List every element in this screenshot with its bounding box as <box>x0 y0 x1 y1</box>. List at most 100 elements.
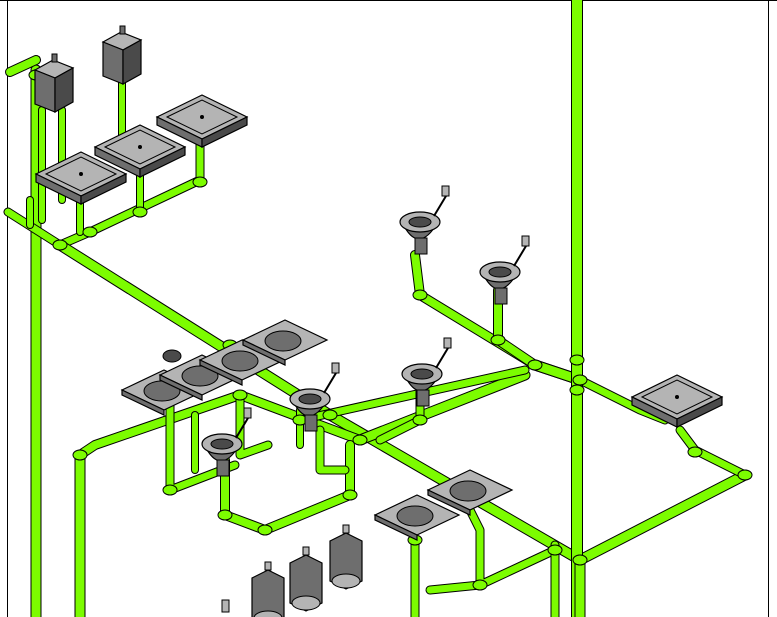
lavatory-4[interactable] <box>241 319 329 366</box>
tank-front <box>34 69 56 113</box>
pipe-segment-22[interactable] <box>355 370 530 445</box>
urinal-basin <box>253 610 283 617</box>
pipe-fitting[interactable] <box>232 389 248 401</box>
flush-valve-pipe <box>513 245 527 267</box>
lavatory-side <box>159 374 203 401</box>
lavatory-side <box>242 339 286 366</box>
flush-valve <box>441 185 450 197</box>
floor-sink-3[interactable] <box>155 94 249 148</box>
lavatory-3[interactable] <box>198 339 286 386</box>
bowl-opening <box>410 368 434 380</box>
pipe-fitting[interactable] <box>192 176 208 188</box>
flush-valve-pipe <box>235 417 249 439</box>
fixture-layer <box>33 25 724 617</box>
floor-sink-1[interactable] <box>34 151 128 205</box>
sink-rim <box>165 99 239 135</box>
pipe-fitting[interactable] <box>412 414 428 426</box>
water-closet-3[interactable] <box>401 337 452 407</box>
urinal-valve <box>264 561 272 571</box>
urinal-basin <box>331 573 361 589</box>
pipe-fitting[interactable] <box>472 579 488 591</box>
sink-icon <box>181 365 219 387</box>
pipe-segment-32[interactable] <box>461 496 559 589</box>
bowl-base <box>216 459 230 477</box>
pipe-fitting[interactable] <box>547 544 563 556</box>
sink-side-right <box>139 146 186 178</box>
pipe-fitting[interactable] <box>132 206 148 218</box>
square-drain-icon <box>675 395 679 399</box>
flush-valve-pipe <box>323 372 337 394</box>
bowl-base <box>414 237 428 255</box>
pipe-segment-33[interactable] <box>426 581 484 594</box>
pipe-segment-12[interactable] <box>575 470 750 565</box>
pipe-fitting[interactable] <box>569 354 585 366</box>
square-drain-icon <box>138 145 142 149</box>
pipe-segment-1[interactable] <box>6 56 40 76</box>
pipe-fitting[interactable] <box>572 374 588 386</box>
water-closet-1[interactable] <box>399 185 450 255</box>
sink-rim <box>640 379 714 415</box>
urinal-3[interactable] <box>329 524 363 590</box>
tank-icon <box>54 66 74 114</box>
pipe-fitting[interactable] <box>527 359 543 371</box>
pipe-fitting[interactable] <box>52 239 68 251</box>
sink-rim <box>103 129 177 165</box>
bowl-base <box>494 287 508 305</box>
water-closet-5[interactable] <box>201 407 252 477</box>
cleanout-icon[interactable] <box>162 349 182 363</box>
pipe-fitting[interactable] <box>217 509 233 521</box>
lavatory-side <box>199 359 243 386</box>
urinal-1[interactable] <box>251 561 285 617</box>
floor-sink-2[interactable] <box>93 124 187 178</box>
sink-icon <box>396 505 434 527</box>
flush-tank-2[interactable] <box>101 25 143 86</box>
flush-tank-1[interactable] <box>33 53 75 114</box>
sink-icon <box>221 350 259 372</box>
bowl-base <box>416 389 430 407</box>
pipe-fitting[interactable] <box>162 484 178 496</box>
bowl-opening <box>408 216 432 228</box>
tank-icon <box>122 38 142 86</box>
tank-front <box>102 41 124 85</box>
pipe-fitting[interactable] <box>569 384 585 396</box>
urinal-2[interactable] <box>289 546 323 612</box>
pipe-fitting[interactable] <box>687 446 703 458</box>
tank-valve <box>119 25 126 35</box>
lavatory-side <box>427 489 471 516</box>
pipe-fitting[interactable] <box>82 226 98 238</box>
urinal-basin <box>291 595 321 611</box>
pipe-fitting[interactable] <box>572 554 588 566</box>
pipe-fitting[interactable] <box>322 409 338 421</box>
flush-valve <box>331 362 340 374</box>
lavatory-6[interactable] <box>426 469 514 516</box>
tank-valve <box>51 53 58 63</box>
bowl-opening <box>210 438 234 450</box>
water-closet-2[interactable] <box>479 235 530 305</box>
sink-icon <box>449 480 487 502</box>
floor-sink-4[interactable] <box>630 374 724 428</box>
pipe-fitting[interactable] <box>257 524 273 536</box>
flush-valve <box>521 235 530 247</box>
pipe-fitting[interactable] <box>342 489 358 501</box>
pipe-segment-23[interactable] <box>296 366 529 424</box>
flush-valve-pipe <box>433 195 447 217</box>
urinal-valve <box>302 546 310 556</box>
pipe-segment-7[interactable] <box>55 240 335 420</box>
pipe-fitting[interactable] <box>490 334 506 346</box>
water-closet-4[interactable] <box>289 362 340 432</box>
sink-rim <box>44 156 118 192</box>
pipe-segment-30[interactable] <box>316 426 349 474</box>
square-drain-icon <box>200 115 204 119</box>
urinal-valve <box>342 524 350 534</box>
sink-icon <box>264 330 302 352</box>
lavatory-5[interactable] <box>373 494 461 541</box>
pipe-fitting[interactable] <box>412 289 428 301</box>
urinal-icon <box>251 569 285 617</box>
pipe-fitting[interactable] <box>72 449 88 461</box>
pipe-segment-27[interactable] <box>236 391 272 459</box>
pipe-fitting[interactable] <box>737 469 753 481</box>
bowl-opening <box>298 393 322 405</box>
pipe-fitting[interactable] <box>352 434 368 446</box>
